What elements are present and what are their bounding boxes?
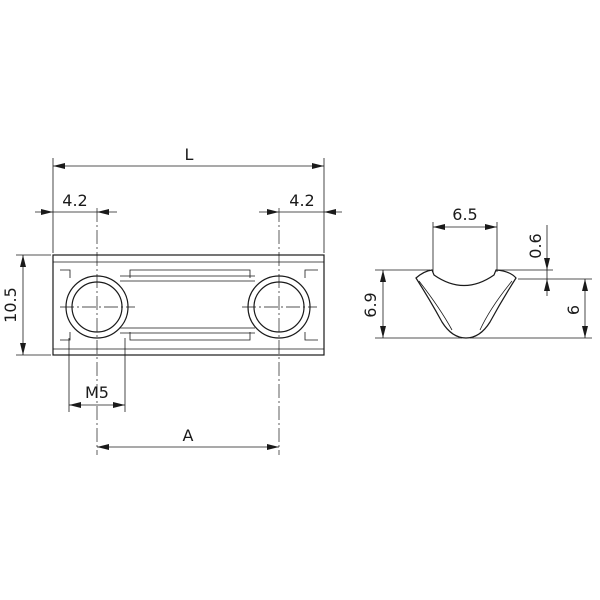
arrowhead: [97, 444, 109, 450]
arrowhead: [69, 402, 81, 408]
arrowhead: [582, 326, 588, 338]
arrowhead: [267, 209, 279, 215]
dimension-thread-label: M5: [85, 383, 109, 402]
profile-inner-edge: [418, 280, 513, 331]
arrowhead: [324, 209, 336, 215]
dimension-height-label: 10.5: [1, 287, 20, 323]
lower-groove-inner: [120, 327, 255, 334]
arrowhead: [544, 279, 550, 291]
profile-outline: [415, 269, 517, 339]
lower-groove-line: [60, 332, 318, 341]
dimension-right-offset-label: 4.2: [289, 191, 314, 210]
arrowhead: [544, 258, 550, 270]
dimension-total-height-label: 6.9: [361, 292, 380, 317]
dimension-step-label: 0.6: [526, 233, 545, 258]
front-dimensions: L 4.2 4.2 10.5 M5 A: [1, 145, 342, 450]
arrowhead: [433, 224, 445, 230]
arrowhead: [267, 444, 279, 450]
nut-body-outline: [52, 254, 325, 356]
dimension-top-width-label: 6.5: [452, 205, 477, 224]
arrowhead: [312, 163, 324, 169]
arrowhead: [20, 343, 26, 355]
side-profile-view: 6.5 0.6 6.9 6: [361, 205, 592, 339]
dimension-body-height-label: 6: [564, 305, 583, 315]
dimension-spacing-label: A: [183, 426, 194, 445]
arrowhead: [380, 270, 386, 282]
front-view: [52, 208, 325, 455]
arrowhead: [485, 224, 497, 230]
arrowhead: [20, 255, 26, 267]
upper-groove-inner: [120, 275, 255, 282]
arrowhead: [41, 209, 53, 215]
arrowhead: [53, 163, 65, 169]
arrowhead: [582, 279, 588, 291]
arrowhead: [380, 326, 386, 338]
dimension-left-offset-label: 4.2: [62, 191, 87, 210]
upper-groove-line: [60, 269, 318, 278]
dimension-l-label: L: [185, 145, 194, 164]
arrowhead: [97, 209, 109, 215]
arrowhead: [113, 402, 125, 408]
